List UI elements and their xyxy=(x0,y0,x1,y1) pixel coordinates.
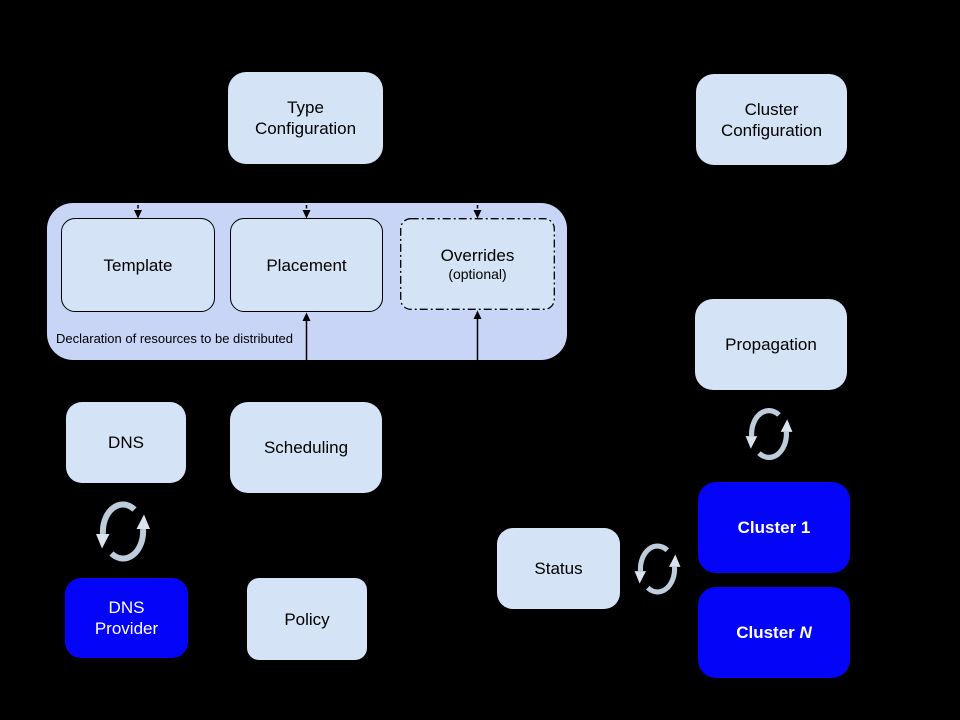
node-scheduling: Scheduling xyxy=(230,402,382,493)
sync-arrows-icon-status xyxy=(634,543,681,595)
node-cluster-n: Cluster N xyxy=(698,587,850,678)
node-cluster-1: Cluster 1 xyxy=(698,482,850,573)
node-overrides: Overrides (optional) xyxy=(400,218,555,310)
node-label: Status xyxy=(534,559,583,578)
node-cluster-configuration: Cluster Configuration xyxy=(696,74,847,165)
node-label: Cluster N xyxy=(736,623,812,642)
node-label: Overrides xyxy=(440,246,515,265)
node-dns: DNS xyxy=(66,402,186,483)
node-label: DNS xyxy=(108,433,144,452)
node-policy: Policy xyxy=(247,578,367,660)
node-label: Policy xyxy=(284,609,330,629)
node-label: Configuration xyxy=(254,119,357,138)
node-type-configuration: Type Configuration xyxy=(228,72,383,164)
sync-arrows-icon-dns xyxy=(96,501,150,562)
node-placement: Placement xyxy=(230,218,383,312)
node-label: Template xyxy=(103,255,173,275)
declaration-caption: Declaration of resources to be distribut… xyxy=(56,331,294,346)
node-template: Template xyxy=(61,218,215,312)
node-label: Provider xyxy=(94,619,159,638)
node-label: Placement xyxy=(266,255,347,275)
node-sublabel: (optional) xyxy=(448,266,507,282)
node-label: Cluster 1 xyxy=(737,518,811,537)
node-label: Propagation xyxy=(725,335,817,354)
node-label: Configuration xyxy=(720,120,823,140)
node-label: DNS xyxy=(108,598,145,617)
sync-arrows-icon-propagation xyxy=(745,408,793,460)
node-label: Cluster xyxy=(744,99,799,119)
node-propagation: Propagation xyxy=(695,299,847,390)
node-status: Status xyxy=(497,528,620,609)
node-label: Scheduling xyxy=(263,438,349,457)
node-label: Type xyxy=(287,98,324,117)
node-dns-provider: DNS Provider xyxy=(65,578,188,658)
